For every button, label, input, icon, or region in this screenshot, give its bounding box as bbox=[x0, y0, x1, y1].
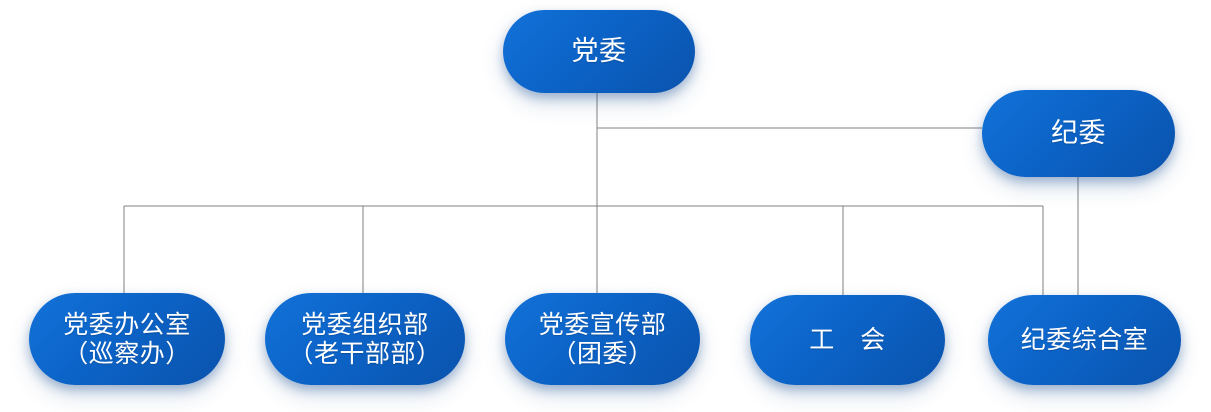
org-node-label-discipline-committee: 纪委 bbox=[1051, 117, 1106, 149]
org-node-label-propaganda-dept: 党委宣传部 （团委） bbox=[538, 309, 667, 369]
org-node-organization-dept[interactable]: 党委组织部 （老干部部） bbox=[265, 293, 465, 385]
org-node-label-party-committee: 党委 bbox=[571, 35, 627, 67]
org-node-label-discipline-office: 纪委综合室 bbox=[1020, 325, 1149, 355]
org-node-party-committee[interactable]: 党委 bbox=[503, 10, 695, 93]
org-node-propaganda-dept[interactable]: 党委宣传部 （团委） bbox=[505, 293, 700, 385]
org-node-labor-union[interactable]: 工 会 bbox=[750, 295, 945, 385]
org-node-party-office[interactable]: 党委办公室 （巡察办） bbox=[29, 293, 225, 385]
org-node-label-party-office: 党委办公室 （巡察办） bbox=[63, 309, 191, 369]
org-node-discipline-committee[interactable]: 纪委 bbox=[982, 90, 1175, 177]
org-node-discipline-office[interactable]: 纪委综合室 bbox=[988, 295, 1181, 385]
org-node-label-labor-union: 工 会 bbox=[809, 325, 886, 355]
org-node-label-organization-dept: 党委组织部 （老干部部） bbox=[288, 309, 442, 369]
